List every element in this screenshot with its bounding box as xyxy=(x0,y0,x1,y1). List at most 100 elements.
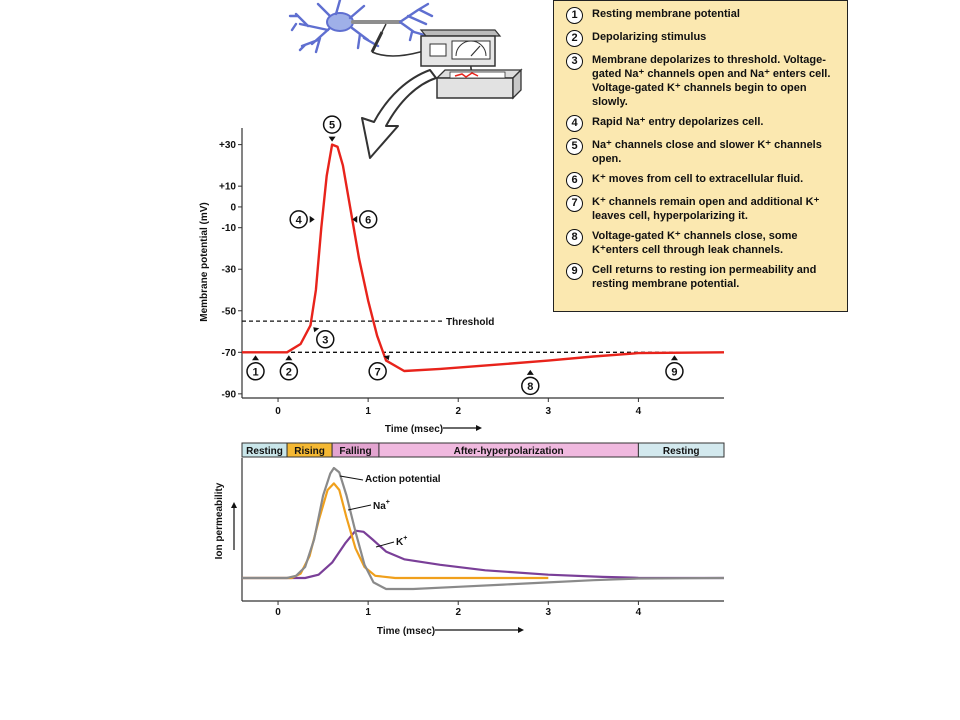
phase-label: Resting xyxy=(246,446,283,457)
marker-pointer xyxy=(328,136,336,142)
series-line-k xyxy=(242,529,724,580)
action-potential-leader xyxy=(339,475,364,481)
marker-9: 9 xyxy=(665,355,684,381)
y-tick-label: +30 xyxy=(219,140,236,151)
y-axis-arrow-icon xyxy=(231,502,237,550)
action-potential-label: Action potential xyxy=(365,474,441,485)
marker-pointer xyxy=(526,369,534,375)
marker-pointer xyxy=(252,355,260,361)
legend-item: 8 Voltage-gated K⁺ channels close, some K… xyxy=(566,229,839,257)
y-tick-label: 0 xyxy=(230,202,236,213)
x-axis-label: Time (msec) xyxy=(377,626,435,637)
phase-label: Falling xyxy=(339,446,371,457)
y-axis-label: Membrane potential (mV) xyxy=(199,202,210,321)
legend-text: Rapid Na⁺ entry depolarizes cell. xyxy=(592,116,764,128)
phase-segment: Falling xyxy=(331,442,380,458)
legend-text: Voltage-gated K⁺ channels close, some K⁺… xyxy=(592,230,798,256)
x-tick-label: 1 xyxy=(365,406,371,417)
legend-number: 2 xyxy=(566,30,583,47)
phase-segment: Resting xyxy=(637,442,725,458)
marker-circle xyxy=(322,115,342,134)
marker-2: 2 xyxy=(279,355,299,381)
y-tick-label: -70 xyxy=(222,348,237,359)
marker-pointer xyxy=(313,327,320,333)
marker-group: 1 2 3 4 5 6 7 8 9 xyxy=(246,115,684,396)
x-tick-label: 0 xyxy=(275,607,281,618)
legend-text: Na⁺ channels close and slower K⁺ channel… xyxy=(592,139,822,165)
marker-pointer xyxy=(285,355,293,361)
marker-number: 3 xyxy=(322,334,328,346)
legend-number: 4 xyxy=(566,115,583,132)
marker-number: 6 xyxy=(365,214,371,226)
marker-number: 9 xyxy=(671,366,677,378)
legend-number: 6 xyxy=(566,172,583,189)
marker-circle xyxy=(316,330,335,349)
legend-text: Membrane depolarizes to threshold. Volta… xyxy=(592,54,831,108)
x-tick-label: 3 xyxy=(546,607,552,618)
neuron-illustration xyxy=(288,0,434,54)
na-leader xyxy=(347,504,372,511)
series-line-action-potential xyxy=(242,466,724,591)
legend-number: 8 xyxy=(566,229,583,246)
y-tick-label: -10 xyxy=(222,223,237,234)
x-tick-label: 4 xyxy=(636,607,642,618)
action-potential-line xyxy=(242,143,724,373)
marker-circle xyxy=(246,362,265,381)
phase-segment: Rising xyxy=(286,442,333,458)
marker-circle xyxy=(358,210,378,229)
marker-number: 8 xyxy=(527,381,533,393)
marker-7: 7 xyxy=(368,355,390,381)
marker-number: 1 xyxy=(252,366,258,378)
legend-item: 4 Rapid Na⁺ entry depolarizes cell. xyxy=(566,115,839,132)
x-axis-arrow-icon xyxy=(443,425,482,431)
marker-number: 4 xyxy=(296,214,303,226)
marker-pointer xyxy=(309,215,315,223)
phase-rect xyxy=(637,442,725,458)
marker-pointer xyxy=(352,215,358,223)
legend-item: 3 Membrane depolarizes to threshold. Volt… xyxy=(566,53,839,109)
marker-number: 5 xyxy=(329,120,335,132)
phase-segment: Resting xyxy=(241,442,288,458)
x-axis-arrow-icon xyxy=(435,627,524,633)
legend-number: 3 xyxy=(566,53,583,70)
y-axis-label: Ion permeability xyxy=(214,482,225,559)
phase-label: After-hyperpolarization xyxy=(454,446,564,457)
x-tick-label: 4 xyxy=(636,406,642,417)
x-tick-label: 0 xyxy=(275,406,281,417)
legend-text: K⁺ channels remain open and additional K… xyxy=(592,196,820,222)
voltmeter-icon xyxy=(419,29,502,67)
recorder-icon xyxy=(435,68,523,100)
x-tick-label: 2 xyxy=(455,406,461,417)
marker-pointer xyxy=(383,355,390,361)
marker-1: 1 xyxy=(246,355,265,381)
marker-6: 6 xyxy=(352,210,378,229)
x-tick-label: 3 xyxy=(546,406,552,417)
marker-circle xyxy=(665,362,684,381)
legend-text: Cell returns to resting ion permeability… xyxy=(592,264,817,290)
phase-label: Resting xyxy=(663,446,700,457)
marker-4: 4 xyxy=(289,210,315,229)
y-tick-group: +30+100-10-30-50-70-90 xyxy=(219,140,242,400)
y-tick-label: -30 xyxy=(222,265,237,276)
x-tick-group: 0 1 2 3 4 xyxy=(275,398,642,417)
marker-8: 8 xyxy=(521,369,540,396)
marker-pointer xyxy=(670,355,678,361)
curved-arrow-icon xyxy=(361,69,437,159)
k-leader xyxy=(375,541,395,548)
x-tick-label: 2 xyxy=(455,607,461,618)
legend-text: Resting membrane potential xyxy=(592,8,740,20)
marker-number: 2 xyxy=(286,366,292,378)
phase-segment: After-hyperpolarization xyxy=(378,442,639,458)
